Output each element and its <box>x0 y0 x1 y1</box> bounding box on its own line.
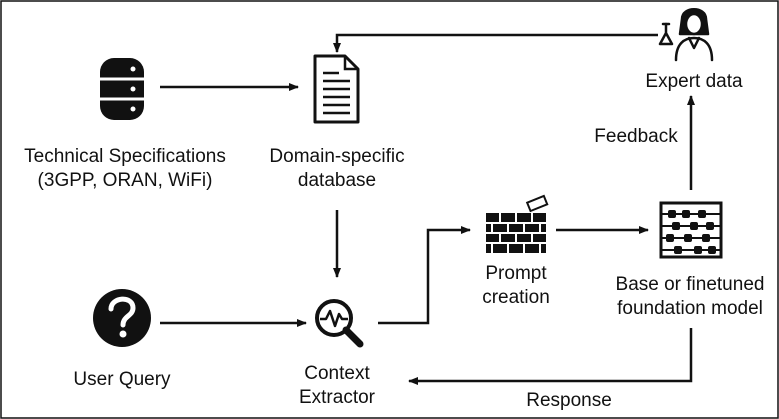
prompt-creation-label: Prompt creation <box>470 262 562 310</box>
prompt-creation-line2: creation <box>482 287 550 308</box>
tech-specs-label: Technical Specifications (3GPP, ORAN, Wi… <box>4 145 246 193</box>
tech-specs-line1: Technical Specifications <box>24 146 226 167</box>
arrow-expert-to-database <box>333 33 658 53</box>
database-line1: Domain-specific <box>269 146 405 167</box>
foundation-model-label: Base or finetuned foundation model <box>601 273 779 321</box>
feedback-text: Feedback <box>594 126 678 147</box>
context-extractor-label: Context Extractor <box>282 362 392 410</box>
feedback-label: Feedback <box>586 125 686 149</box>
arrow-extractor-to-prompt <box>378 226 471 325</box>
expert-data-label: Expert data <box>630 70 758 94</box>
user-query-label: User Query <box>52 368 192 392</box>
document-icon <box>313 54 360 124</box>
response-text: Response <box>526 390 612 411</box>
brick-wall-icon <box>486 194 549 253</box>
arrow-model-to-extractor <box>408 328 693 385</box>
database-icon <box>100 58 144 120</box>
user-query-text: User Query <box>73 369 171 390</box>
prompt-creation-line1: Prompt <box>485 263 547 284</box>
database-line2: database <box>297 170 377 191</box>
foundation-model-line2: foundation model <box>617 298 763 319</box>
expert-data-line1: Expert data <box>645 71 743 92</box>
response-label: Response <box>510 389 628 413</box>
scientist-icon <box>658 8 714 62</box>
magnifier-pulse-icon <box>315 299 364 348</box>
context-extractor-line2: Extractor <box>298 387 376 408</box>
connectors <box>160 33 695 385</box>
database-label: Domain-specific database <box>262 145 412 193</box>
question-icon <box>93 289 151 347</box>
context-extractor-line1: Context <box>304 363 370 384</box>
foundation-model-line1: Base or finetuned <box>615 274 765 295</box>
abacus-icon <box>659 201 723 259</box>
tech-specs-line2: (3GPP, ORAN, WiFi) <box>37 170 213 191</box>
